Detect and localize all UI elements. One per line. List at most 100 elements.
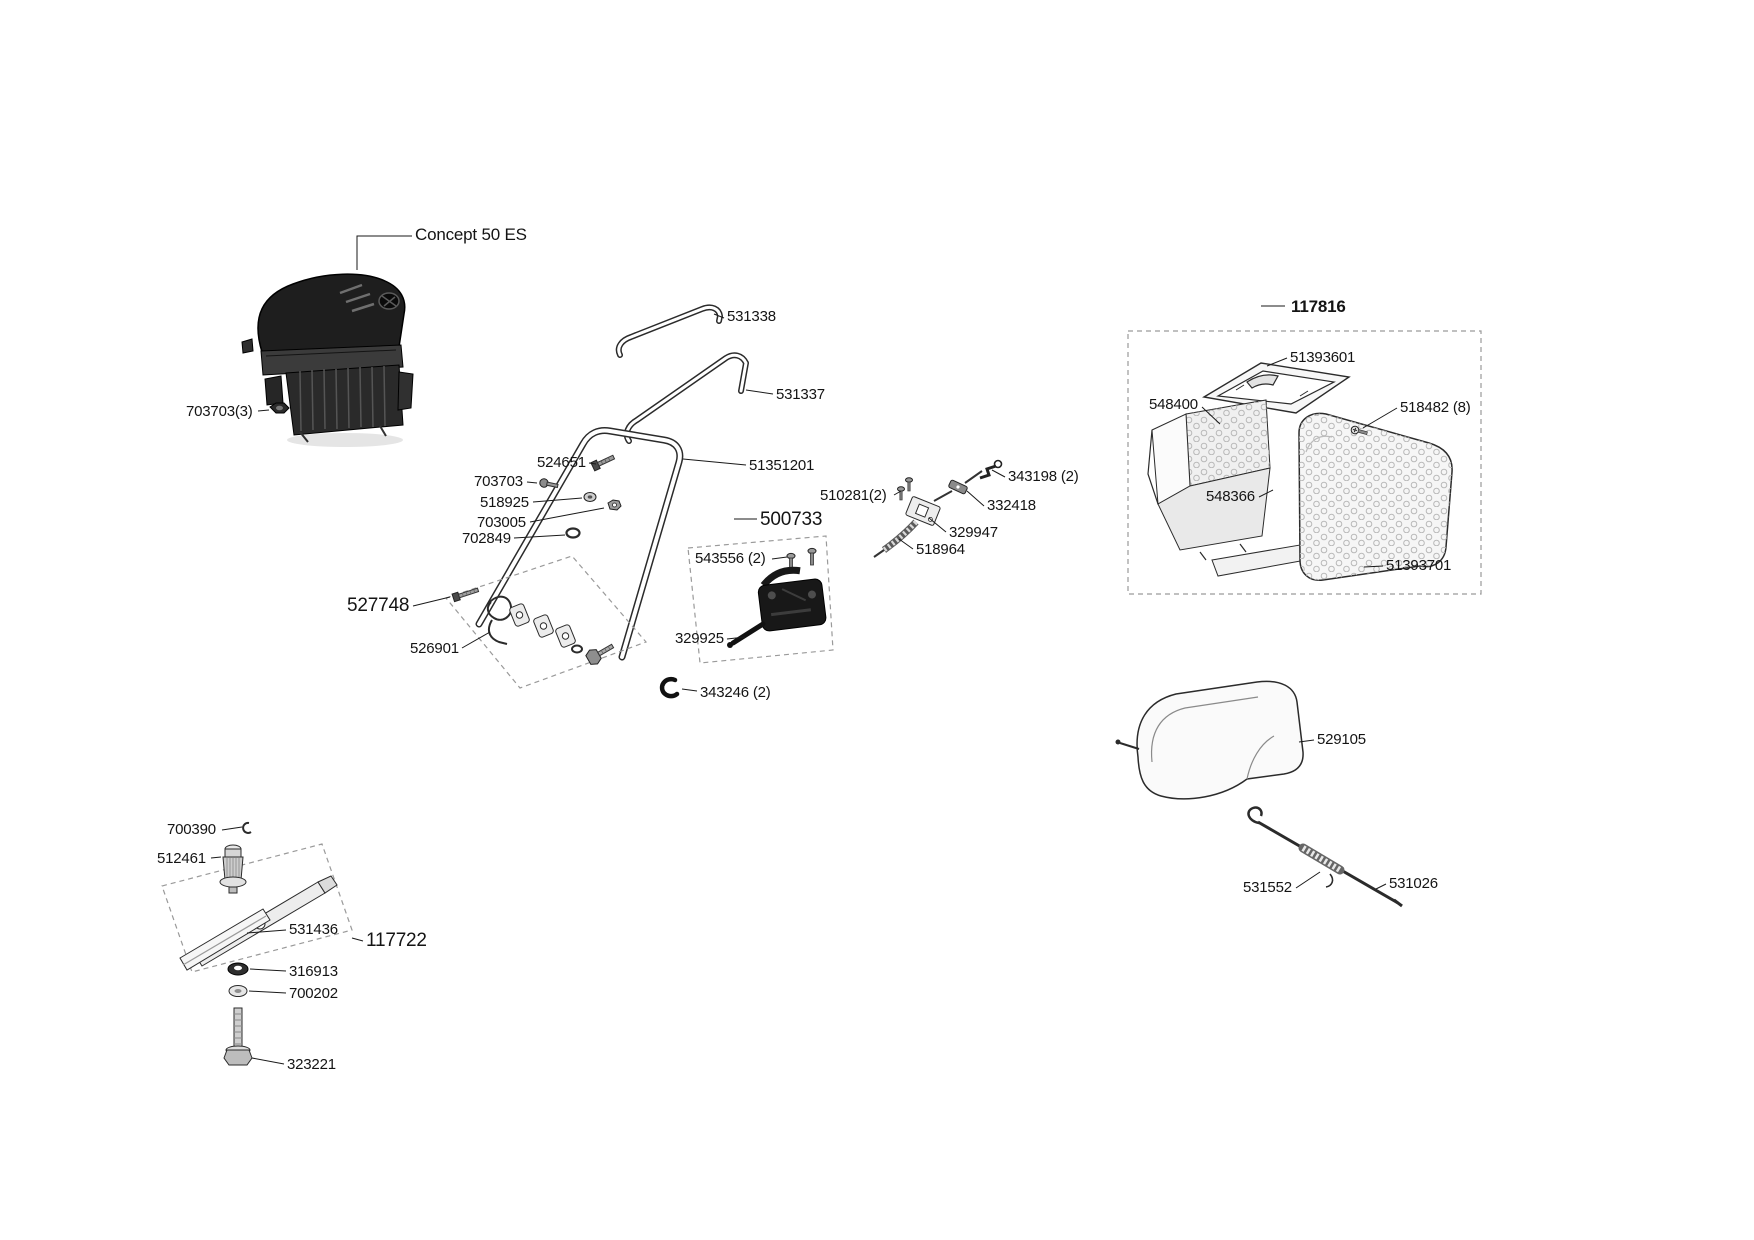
screw-527748	[451, 587, 480, 603]
label-548400: 548400	[1149, 396, 1198, 413]
clamp-group-527748	[444, 555, 648, 689]
grassbox-left-shell-548400	[1147, 399, 1307, 577]
leader-line	[966, 490, 985, 507]
cable-z-end-343198	[979, 464, 997, 480]
upper-handlebar-531337	[623, 352, 749, 444]
blade-adapter-512461	[219, 844, 247, 894]
clamp-half	[555, 624, 576, 648]
leader-line	[248, 990, 287, 994]
throttle-housing	[757, 566, 827, 632]
leader-lines	[210, 235, 1398, 1065]
label-518964: 518964	[916, 541, 965, 558]
deflector-529105	[1115, 680, 1304, 800]
rod-hook	[1247, 806, 1263, 825]
label-702849: 702849	[462, 530, 511, 547]
clip-700390	[242, 821, 252, 834]
grassbox-group-117816	[1127, 330, 1482, 595]
washer-316913	[227, 962, 249, 976]
label-703703-qty3: 703703(3)	[186, 403, 253, 420]
label-512461: 512461	[157, 850, 206, 867]
label-343198: 343198 (2)	[1008, 468, 1079, 485]
cable-end-clip	[993, 459, 1003, 469]
label-510281: 510281(2)	[820, 487, 887, 504]
leader-line	[991, 469, 1006, 478]
leader-line	[1258, 489, 1274, 498]
label-329925: 329925	[675, 630, 724, 647]
label-531026: 531026	[1389, 875, 1438, 892]
label-548366: 548366	[1206, 488, 1255, 505]
screw-543556	[807, 547, 817, 566]
label-703703: 703703	[474, 473, 523, 490]
leader-line	[461, 631, 491, 649]
label-332418: 332418	[987, 497, 1036, 514]
bracket-329947	[905, 496, 941, 526]
leader-line	[249, 968, 287, 972]
throttle-cable-329925	[730, 621, 766, 646]
leader-line	[588, 462, 597, 465]
label-329947: 329947	[949, 524, 998, 541]
label-51351201: 51351201	[749, 457, 814, 474]
label-531552: 531552	[1243, 879, 1292, 896]
leader-line	[210, 856, 222, 859]
label-524651: 524651	[537, 454, 586, 471]
label-527748: 527748	[347, 595, 409, 616]
c-clip-343246	[659, 676, 680, 699]
label-323221: 323221	[287, 1056, 336, 1073]
label-518925: 518925	[480, 494, 529, 511]
blade	[179, 908, 271, 971]
leader-line	[928, 517, 947, 533]
leader-line	[412, 596, 451, 607]
leader-line	[526, 481, 538, 484]
part-labels: Concept 50 ES 703703(3) 531338 531337 51…	[157, 225, 1471, 1073]
throttle-control-500733	[687, 535, 834, 664]
label-518482: 518482 (8)	[1400, 399, 1471, 416]
leader-line	[513, 534, 566, 539]
engine-illustration	[241, 273, 414, 447]
clamp-half	[509, 603, 530, 627]
bushing-518925	[583, 492, 597, 502]
screw-703703	[539, 478, 559, 489]
leader-line	[246, 929, 287, 934]
label-529105: 529105	[1317, 731, 1366, 748]
screw-543556	[786, 552, 796, 571]
label-526901: 526901	[410, 640, 459, 657]
carriage-bolt	[585, 643, 615, 665]
leader-line	[893, 490, 902, 496]
rod-assembly	[1247, 806, 1403, 908]
spring-clip-526901	[486, 595, 513, 645]
leader-line	[251, 1057, 285, 1065]
washer	[571, 644, 583, 654]
leader-line	[898, 538, 914, 550]
label-117816: 117816	[1291, 297, 1346, 316]
label-316913: 316913	[289, 963, 338, 980]
engine-nut-703703	[269, 402, 290, 414]
label-531436: 531436	[289, 921, 338, 938]
leader-line	[1375, 883, 1387, 890]
label-543556: 543556 (2)	[695, 550, 766, 567]
leader-line	[682, 458, 747, 466]
leader-line	[726, 636, 746, 640]
leader-line	[1201, 406, 1221, 425]
leader-line	[713, 313, 725, 319]
leader-line	[1295, 871, 1321, 889]
leader-line	[681, 688, 698, 692]
adjuster-332418	[948, 479, 968, 495]
leader-line	[1363, 565, 1384, 568]
cable-wire	[933, 470, 983, 502]
spring-hook-wire	[1325, 873, 1334, 888]
blade-bolt-323221	[223, 1007, 253, 1066]
label-model-name: Concept 50 ES	[415, 225, 527, 244]
clamp-half	[533, 614, 554, 638]
label-700202: 700202	[289, 985, 338, 1002]
grassbox-right-shell-51393701	[1298, 412, 1453, 581]
washer-702849	[565, 527, 581, 539]
nut-703005	[607, 499, 622, 511]
leader-line	[1362, 407, 1398, 429]
label-51393601: 51393601	[1290, 349, 1355, 366]
grassbox-frame-51393601	[1202, 362, 1351, 414]
label-500733: 500733	[760, 509, 822, 530]
leader-line	[356, 235, 412, 270]
screw-510281	[905, 477, 913, 492]
